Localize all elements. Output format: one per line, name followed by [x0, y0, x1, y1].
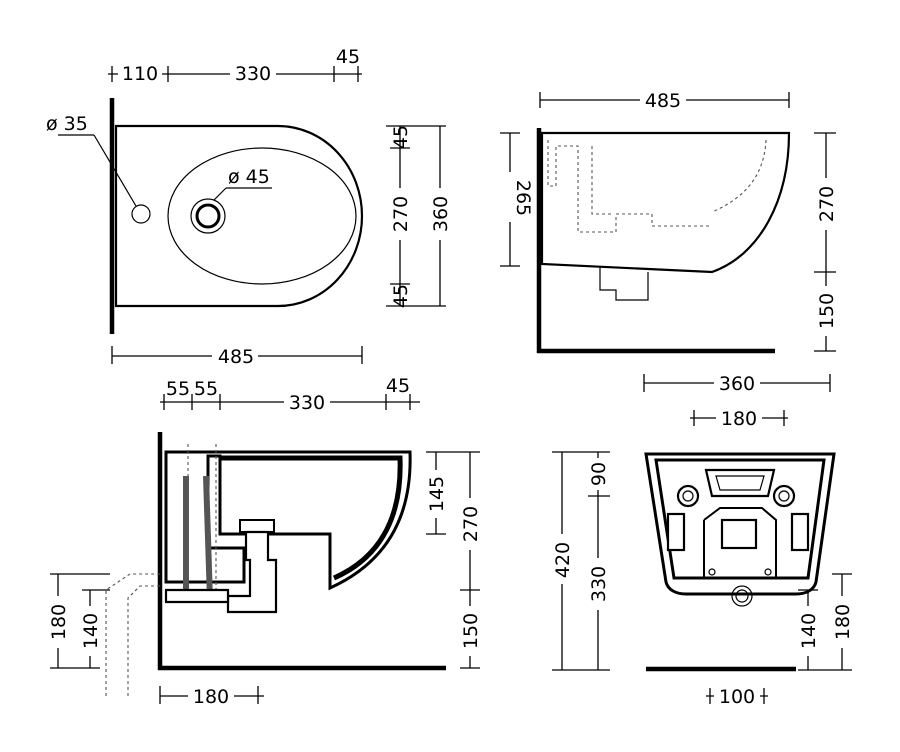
- top-view-drain-inner: [195, 203, 221, 229]
- section-dim-180-left: 180: [48, 604, 70, 640]
- top-dim-270: 270: [390, 196, 412, 232]
- section-drain-cap: [239, 519, 275, 533]
- back-dim-360: 360: [719, 373, 755, 395]
- top-dim-360: 360: [430, 196, 452, 232]
- top-dim-upper-45: 45: [390, 125, 412, 149]
- back-dim-100: 100: [719, 686, 755, 708]
- section-dim-140-left: 140: [80, 613, 102, 649]
- back-view-fixing-left-inner: [682, 490, 694, 502]
- section-hidden-waste-outlet: [105, 573, 160, 696]
- back-view-hole: [764, 568, 772, 576]
- section-view: [105, 432, 446, 696]
- section-dim-150: 150: [460, 613, 482, 649]
- drain-leader: [213, 187, 227, 201]
- drain-diameter-label: ø 45: [228, 166, 270, 188]
- tap-hole-diameter-label: ø 35: [46, 113, 88, 135]
- top-dim-330: 330: [235, 63, 271, 85]
- top-view-tap-hole: [131, 204, 151, 224]
- back-view-inner-frame: [703, 507, 777, 578]
- top-dim-45: 45: [336, 46, 360, 68]
- side-dim-485: 485: [645, 90, 681, 112]
- section-dim-55b: 55: [194, 378, 218, 400]
- back-view-dimensions: 360 180 90 420 330 140 180 100: [550, 371, 854, 708]
- top-view: [58, 98, 364, 334]
- side-view-drain-trap: [599, 266, 649, 301]
- top-dim-485: 485: [218, 346, 254, 368]
- back-dim-90: 90: [588, 462, 610, 486]
- section-dim-145: 145: [426, 476, 448, 512]
- section-bowl-wall: [220, 455, 403, 581]
- back-view-waste-outlet: [731, 585, 753, 607]
- side-dim-150: 150: [816, 293, 838, 329]
- section-view-dimensions: 55 55 330 45 145 270 150 180 140 180: [46, 375, 482, 708]
- side-view-hidden-lines: [547, 140, 712, 233]
- section-bidet-body: [164, 450, 412, 591]
- back-view-waste-outlet-inner: [735, 589, 749, 603]
- back-view-slot-left: [666, 512, 686, 552]
- back-view-top-slot-inner: [715, 475, 765, 491]
- back-dim-180-right: 180: [832, 604, 854, 640]
- back-dim-180-top: 180: [721, 408, 757, 430]
- section-waste-pipe: [164, 588, 230, 604]
- top-dim-lower-45: 45: [390, 284, 412, 308]
- side-view-dimensions: 485 265 270 150: [498, 88, 838, 352]
- section-dim-180-bottom: 180: [193, 686, 229, 708]
- side-view-bidet-outline: [540, 131, 791, 274]
- top-view-dimensions: 110 330 45 ø 35 ø 45 45 270 45 360 485: [46, 46, 452, 368]
- section-dim-270: 270: [460, 506, 482, 542]
- tap-hole-leader: [93, 134, 137, 207]
- side-view-bowl-hidden: [711, 139, 767, 213]
- back-view-hole: [708, 568, 716, 576]
- side-view: [536, 128, 791, 354]
- side-dim-265: 265: [512, 180, 534, 216]
- back-view-fixing-left: [676, 484, 700, 508]
- back-dim-420: 420: [552, 542, 574, 578]
- top-view-bidet-outline: [114, 124, 364, 308]
- back-view-slot-right: [790, 512, 810, 552]
- back-view-fixing-right-inner: [778, 490, 790, 502]
- section-drain-trap: [226, 530, 278, 614]
- back-dim-140: 140: [798, 613, 820, 649]
- section-dim-330: 330: [289, 392, 325, 414]
- top-dim-110: 110: [122, 63, 158, 85]
- section-supply-pipe: [203, 475, 213, 601]
- top-view-drain-outer: [190, 198, 226, 234]
- back-view-top-slot: [704, 468, 776, 498]
- side-dim-270: 270: [816, 186, 838, 222]
- back-view: [644, 452, 836, 672]
- back-view-center-block: [720, 518, 758, 550]
- top-view-bowl-outline: [167, 147, 357, 285]
- section-dim-45: 45: [386, 375, 410, 397]
- back-dim-330: 330: [588, 566, 610, 602]
- section-dim-55a: 55: [166, 378, 190, 400]
- back-view-fixing-right: [772, 484, 796, 508]
